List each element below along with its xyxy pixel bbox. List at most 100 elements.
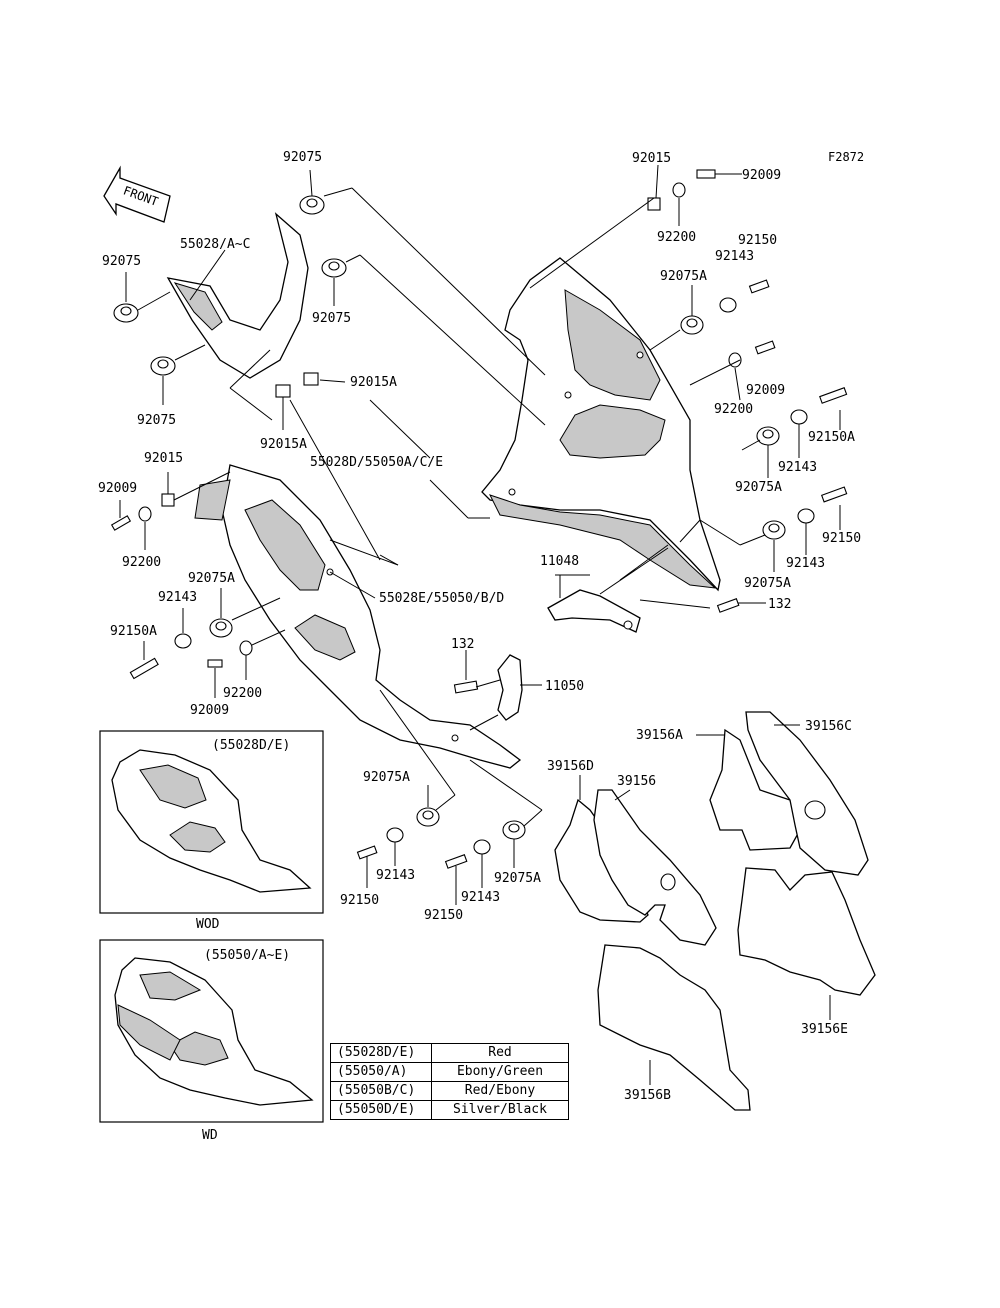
label-92075a: 92075A [660, 269, 707, 284]
bolt-icon [444, 854, 468, 869]
inner-cowl-part [166, 212, 309, 379]
label-11048: 11048 [540, 554, 580, 569]
label-92150a: 92150A [808, 430, 855, 445]
label-55028d-55050a-c-e: 55028D/55050A/C/E [310, 455, 444, 470]
label-39156e: 39156E [801, 1022, 848, 1037]
grommet-icon [150, 356, 176, 376]
label-92015a: 92015A [350, 375, 397, 390]
label-92200: 92200 [714, 402, 754, 417]
clip-icon [275, 384, 291, 398]
label-92143: 92143 [786, 556, 826, 571]
label-92150: 92150 [424, 908, 464, 923]
table-cell-color: Silver/Black [431, 1100, 569, 1120]
collar-icon [473, 839, 491, 855]
collar-icon [719, 297, 737, 313]
bolt-icon [356, 845, 378, 860]
collar-icon [174, 633, 192, 649]
table-row: (55050B/C) Red/Ebony [330, 1081, 569, 1101]
pad-leader-lines [579, 724, 831, 1085]
bolt-icon [110, 515, 132, 531]
label-92075a: 92075A [363, 770, 410, 785]
grommet-icon [299, 195, 325, 215]
bolt-icon [748, 279, 770, 294]
insulator-39156-part [593, 789, 717, 946]
bolt-icon [716, 598, 740, 613]
label-92200: 92200 [657, 230, 697, 245]
label-92150a: 92150A [110, 624, 157, 639]
collar-icon [790, 409, 808, 425]
bracket-11050-part [497, 654, 523, 721]
bracket-11048-part [547, 589, 641, 633]
label-132: 132 [768, 597, 792, 612]
grommet-icon [113, 303, 139, 323]
washer-icon [138, 506, 152, 522]
label-92150: 92150 [738, 233, 778, 248]
bolt-icon [696, 169, 716, 179]
label-92143: 92143 [376, 868, 416, 883]
inset-code-wod: (55028D/E) [212, 738, 291, 753]
label-92150: 92150 [822, 531, 862, 546]
table-row: (55028D/E) Red [330, 1043, 569, 1063]
label-92143: 92143 [461, 890, 501, 905]
table-cell-code: (55028D/E) [330, 1043, 432, 1063]
table-cell-code: (55050D/E) [330, 1100, 432, 1120]
table-cell-code: (55050B/C) [330, 1081, 432, 1101]
label-92143: 92143 [715, 249, 755, 264]
grommet-icon [680, 315, 704, 335]
bolt-icon [820, 486, 848, 503]
insulator-39156B-part [597, 944, 751, 1111]
main-cowl-part [481, 257, 721, 592]
inset-caption-wd: WD [202, 1128, 218, 1143]
label-39156d: 39156D [547, 759, 594, 774]
clip-icon [161, 493, 175, 507]
label-92015: 92015 [632, 151, 672, 166]
clip-icon [647, 197, 661, 211]
label-39156c: 39156C [805, 719, 852, 734]
bolt-icon [754, 340, 776, 355]
label-39156a: 39156A [636, 728, 683, 743]
table-cell-color: Ebony/Green [431, 1062, 569, 1082]
collar-icon [386, 827, 404, 843]
label-92075: 92075 [283, 150, 323, 165]
washer-icon [672, 182, 686, 198]
label-92075: 92075 [137, 413, 177, 428]
label-11050: 11050 [545, 679, 585, 694]
label-39156: 39156 [617, 774, 657, 789]
label-92200: 92200 [223, 686, 263, 701]
lower-cowl-part [194, 464, 522, 769]
color-table: (55028D/E) Red (55050/A) Ebony/Green (55… [330, 1043, 569, 1120]
inset-wd [99, 939, 324, 1123]
label-39156b: 39156B [624, 1088, 671, 1103]
label-92075: 92075 [102, 254, 142, 269]
table-cell-code: (55050/A) [330, 1062, 432, 1082]
label-92075a: 92075A [735, 480, 782, 495]
label-132: 132 [451, 637, 475, 652]
hardware-group [110, 169, 848, 869]
grommet-icon [209, 618, 233, 638]
grommet-icon [502, 820, 526, 840]
grommet-icon [416, 807, 440, 827]
grommet-icon [321, 258, 347, 278]
bolt-icon [207, 659, 223, 668]
insulator-39156E-part [737, 867, 876, 996]
bolt-icon [129, 657, 159, 680]
bolt-icon [453, 680, 479, 694]
clip-icon [303, 372, 319, 386]
label-92075: 92075 [312, 311, 352, 326]
label-92200: 92200 [122, 555, 162, 570]
figure-id: F2872 [828, 150, 864, 164]
label-92075a: 92075A [744, 576, 791, 591]
grommet-icon [762, 520, 786, 540]
label-92015a: 92015A [260, 437, 307, 452]
inset-code-wd: (55050/A~E) [204, 948, 291, 963]
label-92009: 92009 [98, 481, 138, 496]
inset-caption-wod: WOD [196, 917, 220, 932]
label-92143: 92143 [778, 460, 818, 475]
washer-icon [239, 640, 253, 656]
label-55028e-55050-b-d: 55028E/55050/B/D [379, 591, 505, 606]
table-cell-color: Red/Ebony [431, 1081, 569, 1101]
label-92015: 92015 [144, 451, 184, 466]
grommet-icon [756, 426, 780, 446]
label-55028-a-c: 55028/A~C [180, 237, 251, 252]
